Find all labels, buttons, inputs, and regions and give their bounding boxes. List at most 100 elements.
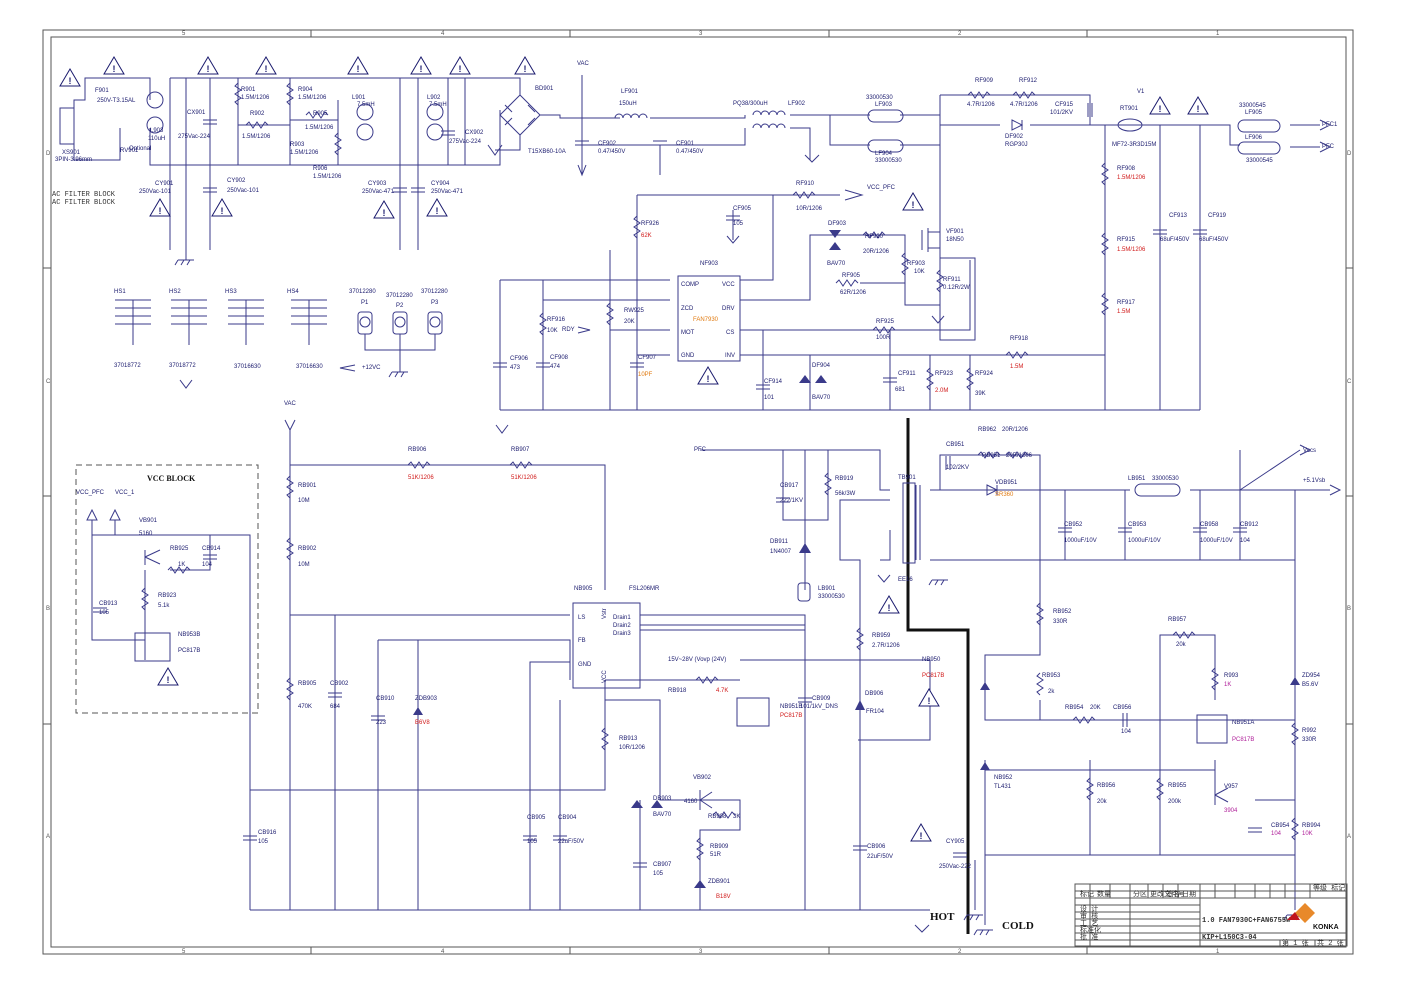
net-label: VAC (577, 61, 590, 67)
component-value-l903: 110uH (148, 136, 165, 142)
zone-left-label: C (46, 379, 51, 385)
zone-left-label: D (46, 151, 51, 157)
component-value-rf920: 20R/1206 (863, 249, 890, 255)
component-ref-rf925: RF925 (876, 319, 895, 325)
warning-icon: ! (149, 198, 171, 217)
svg-text:!: ! (928, 696, 931, 706)
component-ref-p2: P2 (396, 303, 404, 309)
component-ref-rf905: RF905 (842, 273, 861, 279)
component-value-rf925: 100R (876, 335, 891, 341)
brand-name: KONKA (1313, 924, 1339, 931)
pin-label: VCC (602, 670, 608, 683)
component-value-cb912: 104 (1240, 538, 1251, 544)
title-block-header: 签名 (1166, 889, 1180, 899)
component-ref-cb956: CB956 (1113, 705, 1132, 711)
warning-icon: ! (157, 667, 179, 686)
warning-icon: ! (373, 200, 395, 219)
component-value-cb904: 22uF/50V (558, 839, 584, 845)
component-ref-cb910: CB910 (376, 696, 395, 702)
component-value-nb951b: PC817B (780, 713, 802, 719)
component-ref-cy905: CY905 (946, 839, 965, 845)
component-value-cb954: 104 (1271, 831, 1282, 837)
labels: F901250V-T3.15ALXS9013PIN-3.96mmRV901Opt… (55, 61, 1338, 900)
component-value-rb905: 470K (298, 704, 312, 710)
component-value-cf907: 10PF (638, 372, 653, 378)
component-ref-rb919: RB919 (835, 476, 854, 482)
component-value-cf913: 68uF/450V (1160, 237, 1189, 243)
net-label: V1 (1137, 89, 1145, 95)
component-ref-zdb901: ZDB901 (708, 879, 731, 885)
component-ref-hs1: HS1 (114, 289, 126, 295)
svg-text:!: ! (207, 64, 210, 74)
component-ref-vf901: VF901 (946, 229, 964, 235)
component-ref-vdb951: VDB951 (995, 480, 1018, 486)
component-value-rb909: 51R (710, 852, 722, 858)
title-block-row-label: 审 核 (1080, 911, 1098, 921)
component-value-nb905: FSL206MR (629, 586, 660, 592)
component-value-rt901: MF72-3R3D15M (1112, 142, 1156, 148)
component-ref-db906: DB906 (865, 691, 884, 697)
component-value-l901: 7.5mH (357, 102, 375, 108)
net-label: PFC (694, 447, 707, 453)
component-ref-cb952: CB952 (1064, 522, 1083, 528)
component-value-cf911: 681 (895, 387, 906, 393)
title-block-header: 更改文件号 (1150, 889, 1185, 899)
component-ref-lf902: LF902 (788, 101, 806, 107)
zone-bottom-label: 1 (1216, 949, 1220, 955)
component-ref-lf904: LF904 (875, 151, 893, 157)
component-ref-lf906: LF906 (1245, 135, 1263, 141)
component-ref-cf911: CF911 (898, 371, 916, 377)
title-block-header: 分区 (1133, 889, 1147, 899)
pin-label: FB (578, 638, 586, 644)
zone-right-label: C (1347, 379, 1352, 385)
cold-label: COLD (1002, 920, 1034, 932)
title-block-row-label: 设 计 (1080, 904, 1098, 914)
component-ref-rb957: RB957 (1168, 617, 1187, 623)
component-ref-cb917: CB917 (780, 483, 799, 489)
zone-left-label: A (46, 834, 50, 840)
pin-label: GND (578, 662, 592, 668)
warning-icon: ! (910, 823, 932, 842)
component-ref-nb953b: NB953B (178, 632, 200, 638)
component-ref-cb954: CB954 (1271, 823, 1290, 829)
component-value-rf910: 10R/1206 (796, 206, 823, 212)
component-ref-rb909: RB909 (710, 844, 729, 850)
component-ref-cf906: CF906 (510, 356, 529, 362)
component-value-cb953: 1000uF/10V (1128, 538, 1161, 544)
component-ref-rf920: RF920 (865, 234, 884, 240)
component-value-nf903: FAN7930 (693, 317, 719, 323)
component-value-rf916: 10K (547, 328, 558, 334)
component-value-cy901: 250Vac-101 (139, 189, 172, 195)
component-value-rb907: 51K/1206 (511, 475, 537, 481)
component-ref-rb902: RB902 (298, 546, 317, 552)
component-ref-r901: R901 (241, 87, 256, 93)
component-ref-l902: L902 (427, 95, 441, 101)
isolation-barrier (906, 418, 970, 934)
component-ref-rf910: RF910 (796, 181, 815, 187)
svg-text:!: ! (920, 831, 923, 841)
svg-text:!: ! (707, 374, 710, 384)
component-ref-r992: R992 (1302, 728, 1317, 734)
component-value-cy902: 250Vac-101 (227, 188, 260, 194)
zone-left-label: B (46, 606, 50, 612)
warning-icon: ! (211, 198, 233, 217)
component-ref-cb909: CB909 (812, 696, 831, 702)
zone-top-label: 3 (699, 31, 703, 37)
pin-label: INV (725, 353, 735, 359)
component-value-db911: 1N4007 (770, 549, 792, 555)
component-ref-rb901: RB901 (298, 483, 317, 489)
component-value-cb914: 104 (202, 562, 213, 568)
component-ref-rf918: RF918 (1010, 336, 1029, 342)
component-value-cb951: 102/2KV (946, 465, 969, 471)
zone-right-label: A (1347, 834, 1351, 840)
component-ref-nb951b: NB951B (780, 704, 802, 710)
warning-icon: ! (878, 595, 900, 614)
component-value-r903: 1.5M/1206 (290, 150, 319, 156)
component-value-rb951: 20R/1206 (1006, 453, 1033, 459)
warning-icon: ! (1187, 96, 1209, 115)
hot-label: HOT (930, 911, 955, 923)
zone-bottom-label: 5 (182, 949, 186, 955)
component-ref-df902: DF902 (1005, 134, 1024, 140)
component-value-hs4: 37016630 (296, 364, 323, 370)
component-ref-db911: DB911 (770, 539, 789, 545)
